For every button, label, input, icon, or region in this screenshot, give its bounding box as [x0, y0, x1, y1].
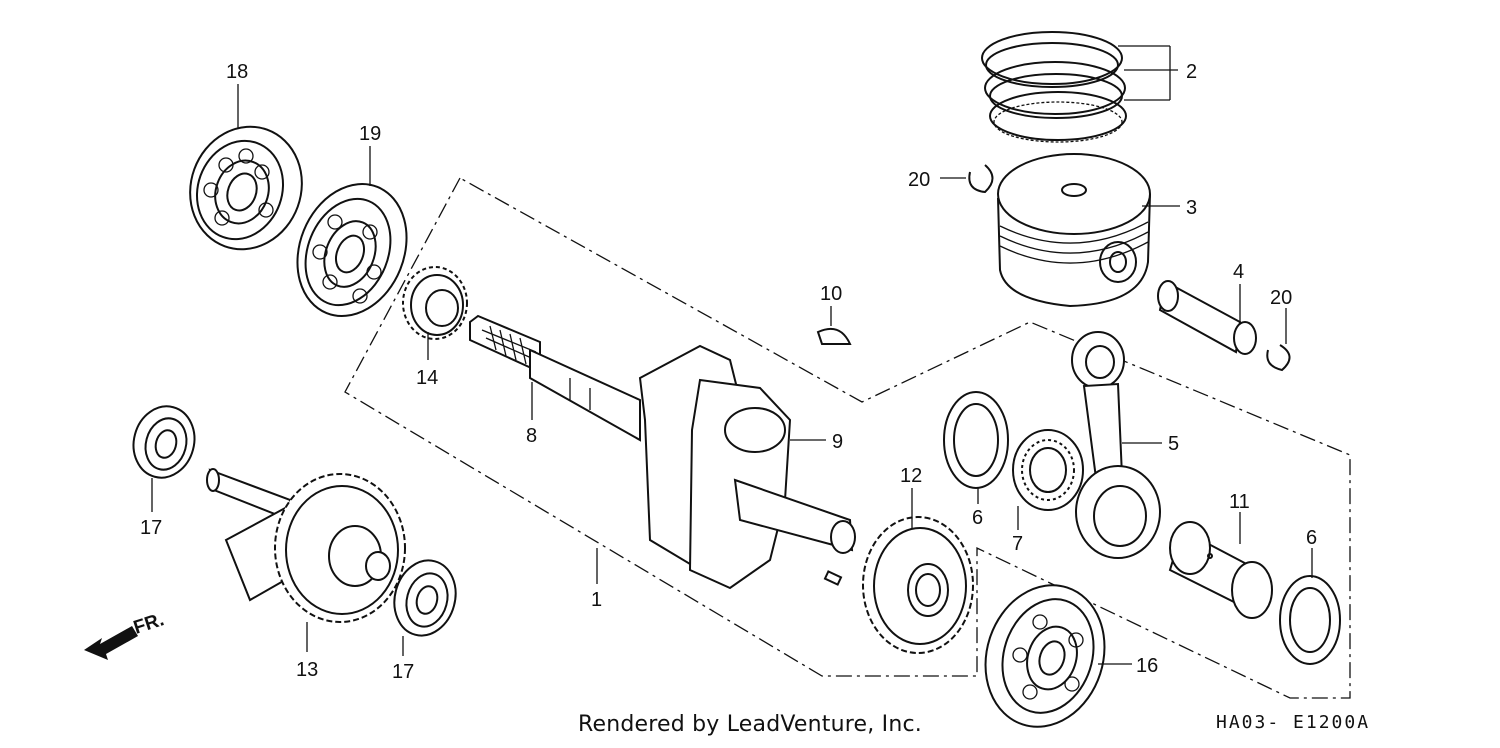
piston-rings-2[interactable] — [981, 31, 1127, 143]
callout-14[interactable]: 14 — [416, 367, 438, 389]
bearing-16[interactable] — [968, 570, 1123, 743]
piston-pin-clip-20a[interactable] — [968, 164, 994, 194]
gear-14[interactable] — [402, 266, 468, 340]
credit-line: Rendered by LeadVenture, Inc. — [0, 712, 1500, 737]
crank-pin-11[interactable] — [1168, 521, 1273, 619]
needle-bearing-7[interactable] — [1012, 429, 1084, 511]
piston-pin-4[interactable] — [1157, 280, 1257, 355]
connecting-rod-5[interactable] — [1071, 331, 1161, 559]
callout-labels: 1 2 3 4 5 6 6 7 8 9 10 11 12 13 14 16 17… — [140, 61, 1317, 683]
balancer-shaft-13[interactable] — [206, 468, 406, 623]
callout-18[interactable]: 18 — [226, 61, 248, 83]
callout-20b[interactable]: 20 — [1270, 287, 1292, 309]
callout-9[interactable]: 9 — [832, 431, 843, 453]
credit-text: Rendered by LeadVenture, Inc. — [578, 712, 922, 737]
gear-12[interactable] — [862, 516, 974, 654]
bearing-19[interactable] — [278, 167, 425, 332]
bearing-17a[interactable] — [126, 399, 203, 484]
front-direction-arrow-icon — [84, 626, 138, 660]
callout-16[interactable]: 16 — [1136, 655, 1158, 677]
crankshaft-8[interactable] — [469, 314, 856, 590]
callout-2[interactable]: 2 — [1186, 61, 1197, 83]
callout-3[interactable]: 3 — [1186, 197, 1197, 219]
piston-pin-clip-20b[interactable] — [1266, 344, 1291, 372]
callout-6a[interactable]: 6 — [972, 507, 983, 529]
callout-7[interactable]: 7 — [1012, 533, 1023, 555]
callout-19[interactable]: 19 — [359, 123, 381, 145]
callout-10[interactable]: 10 — [820, 283, 842, 305]
callout-6b[interactable]: 6 — [1306, 527, 1317, 549]
callout-5[interactable]: 5 — [1168, 433, 1179, 455]
piston-3[interactable] — [997, 153, 1151, 308]
bearing-18[interactable] — [173, 111, 319, 265]
callout-20a[interactable]: 20 — [908, 169, 930, 191]
front-direction-label: FR. — [131, 609, 167, 638]
callout-13[interactable]: 13 — [296, 659, 318, 681]
callout-17b[interactable]: 17 — [392, 661, 414, 683]
callout-12[interactable]: 12 — [900, 465, 922, 487]
thrust-washer-6b[interactable] — [1279, 575, 1341, 665]
drawing-code: HA03- E1200A — [1216, 712, 1371, 733]
callout-1[interactable]: 1 — [591, 589, 602, 611]
leader-lines — [151, 45, 1313, 665]
callout-17a[interactable]: 17 — [140, 517, 162, 539]
callout-4[interactable]: 4 — [1233, 261, 1244, 283]
callout-11[interactable]: 11 — [1229, 491, 1250, 513]
thrust-washer-6a[interactable] — [943, 391, 1009, 489]
assembly-outline — [344, 177, 1351, 699]
bearing-17b[interactable] — [386, 554, 464, 643]
callout-8[interactable]: 8 — [526, 425, 537, 447]
woodruff-key-10[interactable] — [816, 328, 852, 345]
